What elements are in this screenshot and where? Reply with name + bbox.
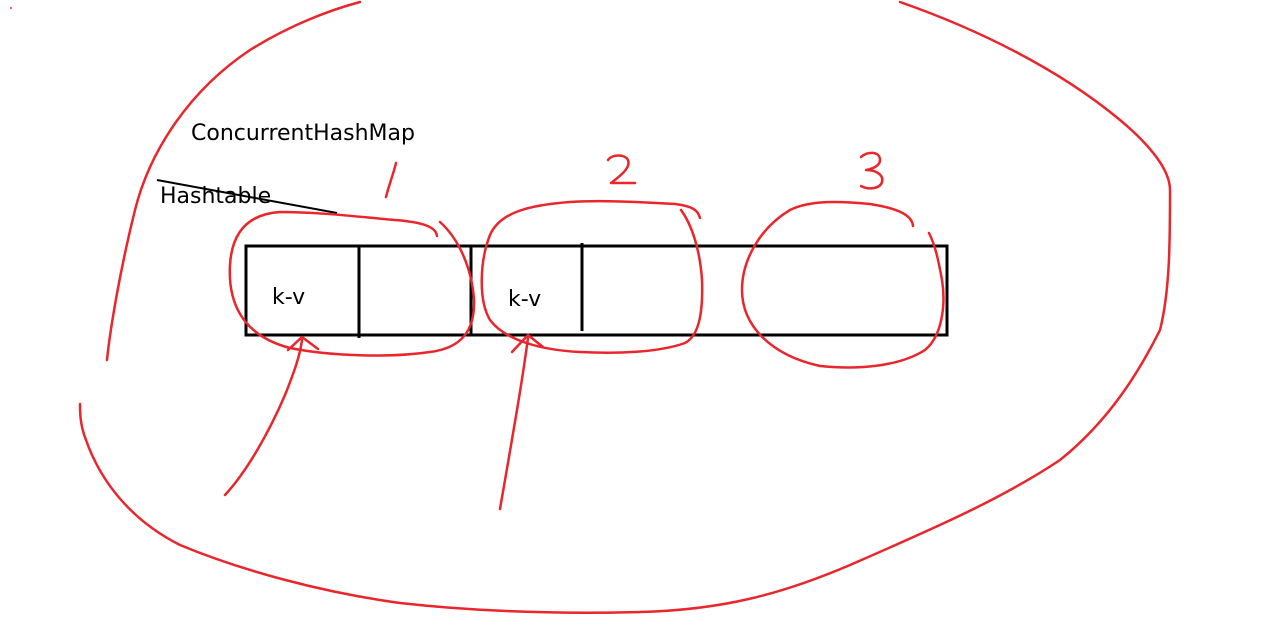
outer-boundary-stroke	[105, 0, 362, 362]
outer-boundary-stroke	[78, 0, 1172, 614]
arrow-1-head	[286, 335, 320, 352]
segment-number-2	[606, 154, 637, 185]
concurrenthashmap-label: ConcurrentHashMap	[191, 121, 415, 146]
segment-2-circle	[480, 199, 704, 354]
segment-number-3	[859, 151, 884, 190]
arrow-2-head	[510, 333, 545, 354]
kv-cell-label: k-v	[272, 285, 306, 310]
segment-number-1	[384, 161, 398, 199]
arrow-2-shaft	[498, 336, 530, 511]
segment-3-circle	[740, 200, 945, 369]
arrow-1-shaft	[223, 338, 304, 497]
stray-dot	[10, 7, 12, 9]
array-rect	[244, 244, 949, 337]
kv-cell-label: k-v	[508, 287, 542, 312]
segment-1-circle	[228, 210, 476, 357]
hashtable-label: Hashtable	[160, 184, 272, 209]
hashtable-strikethrough	[156, 179, 338, 214]
